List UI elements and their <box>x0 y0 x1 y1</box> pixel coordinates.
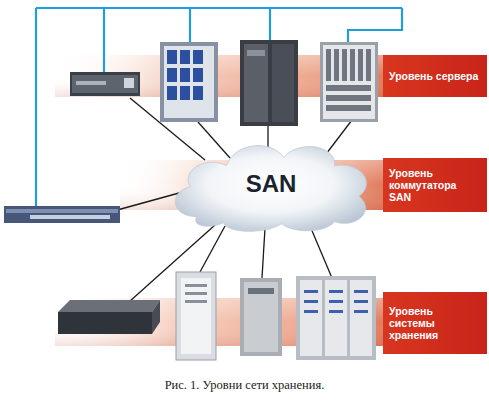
storage-cabinet <box>300 280 322 356</box>
level-label: Уровень коммутатора SAN <box>383 158 487 212</box>
san-switch <box>4 206 120 223</box>
server-front <box>323 45 375 119</box>
lan-drop <box>189 8 191 42</box>
drive-bay <box>193 68 203 82</box>
server-panel <box>247 50 265 56</box>
drive-row <box>354 310 368 313</box>
storage-body <box>240 278 282 356</box>
blade <box>326 85 371 91</box>
drive-row <box>304 290 318 293</box>
blade <box>350 49 355 81</box>
lan-drop <box>103 8 105 72</box>
drive-row <box>304 300 318 303</box>
server-3 <box>240 40 298 126</box>
level-label: Уровень сервера <box>383 55 487 97</box>
storage-slot <box>185 300 207 303</box>
drive-bay <box>167 86 177 100</box>
storage-cabinet <box>325 280 347 356</box>
drive-row <box>354 290 368 293</box>
storage-slot <box>185 284 207 287</box>
storage-front <box>244 282 278 352</box>
drive-row <box>329 310 343 313</box>
switch-top <box>6 209 118 213</box>
server-slot <box>76 81 106 85</box>
storage-slot <box>248 288 274 294</box>
drive-row <box>304 310 318 313</box>
storage-side <box>152 300 160 334</box>
storage-body <box>296 276 376 360</box>
server-1 <box>70 72 140 96</box>
server-body <box>70 72 140 96</box>
switch-body <box>4 206 120 223</box>
server-4 <box>320 42 378 122</box>
server-door <box>244 44 268 122</box>
san-wire <box>310 226 332 278</box>
storage-body <box>176 272 216 360</box>
drive-bay <box>180 50 190 64</box>
storage-leds <box>304 290 368 313</box>
storage-slot <box>185 292 207 295</box>
server-door <box>272 44 294 122</box>
blade <box>326 49 331 81</box>
level-label: Уровень системы хранения <box>383 292 487 354</box>
drive-bay <box>167 68 177 82</box>
storage-2 <box>176 272 216 360</box>
switch-ports <box>30 215 110 219</box>
drive-row <box>354 300 368 303</box>
storage-cabinet <box>350 280 372 356</box>
blade <box>342 49 347 81</box>
blade <box>358 49 363 81</box>
server-body <box>240 40 298 126</box>
lan-drop <box>35 8 37 208</box>
level-bands <box>55 55 385 346</box>
server-panel <box>124 78 134 88</box>
drive-bay <box>193 50 203 64</box>
san-wire <box>262 228 265 278</box>
server-body <box>160 42 218 122</box>
level-title: Уровень сервера <box>389 70 478 82</box>
drive-bays <box>167 50 203 100</box>
san-wire <box>200 226 225 272</box>
drive-row <box>329 300 343 303</box>
storage-front <box>181 278 211 354</box>
blade <box>326 105 371 111</box>
blade <box>326 95 371 101</box>
storage-top <box>58 300 160 312</box>
level-title: Уровень системы хранения <box>389 305 481 341</box>
server-front <box>72 75 138 93</box>
server-body <box>320 42 378 122</box>
drive-bay <box>193 86 203 100</box>
figure-caption: Рис. 1. Уровни сети хранения. <box>0 378 489 393</box>
storage-3 <box>240 278 282 356</box>
server-front <box>164 46 214 118</box>
lan-drop <box>348 8 402 42</box>
drive-row <box>329 290 343 293</box>
lan-drop <box>269 8 271 40</box>
level-title: Уровень коммутатора SAN <box>389 167 481 203</box>
san-cloud: SAN <box>165 133 377 235</box>
blade <box>334 49 339 81</box>
storage-body <box>58 312 152 334</box>
lan-bus <box>36 7 402 9</box>
storage-1 <box>58 300 160 334</box>
drive-bay <box>167 50 177 64</box>
blade-slots <box>326 49 371 111</box>
blade <box>366 49 371 81</box>
storage-4 <box>296 276 376 360</box>
server-2 <box>160 42 218 122</box>
drive-bay <box>180 68 190 82</box>
cloud-label: SAN <box>165 133 377 235</box>
drive-bay <box>180 86 190 100</box>
san-wire <box>198 122 230 158</box>
